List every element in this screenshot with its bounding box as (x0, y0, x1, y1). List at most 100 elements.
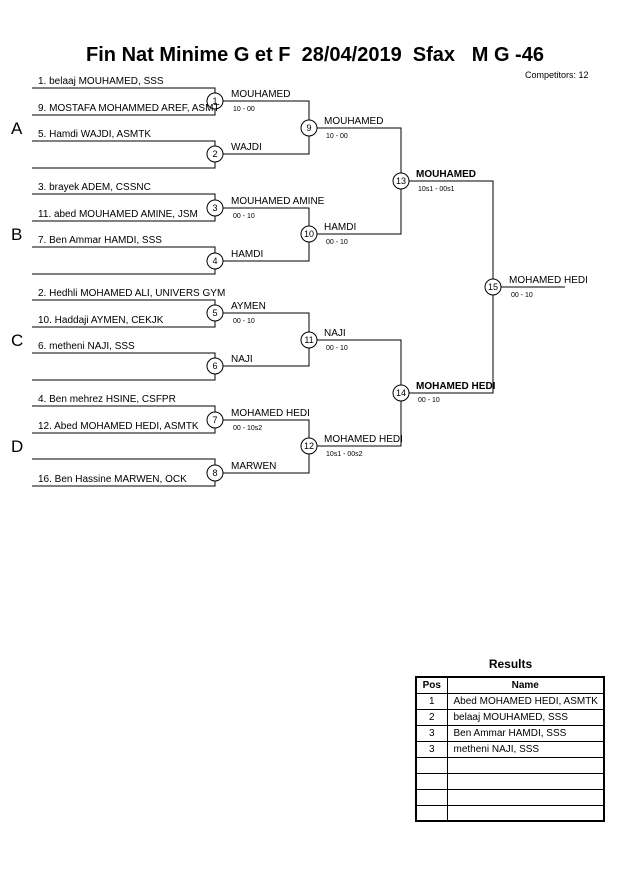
match-winner: NAJI (324, 328, 346, 339)
entrant-name: 4. Ben mehrez HSINE, CSFPR (38, 394, 176, 405)
name-cell: metheni NAJI, SSS (446, 740, 605, 758)
match-winner: NAJI (231, 354, 253, 365)
table-row (415, 756, 605, 774)
name-cell (446, 804, 605, 822)
match-node (206, 145, 224, 163)
results-header-row: Pos Name (415, 676, 605, 694)
table-row (415, 788, 605, 806)
match-number: 4 (212, 256, 217, 266)
match-score: 00 - 10 (233, 318, 255, 325)
match-node (392, 384, 410, 402)
pool-label: C (11, 331, 23, 350)
name-cell: Abed MOHAMED HEDI, ASMTK (446, 692, 605, 710)
position-cell: 3 (415, 724, 448, 742)
match-node (206, 252, 224, 270)
match-score: 10 - 00 (233, 106, 255, 113)
match-number: 11 (304, 335, 313, 345)
position-cell: 2 (415, 708, 448, 726)
match-winner: MARWEN (231, 461, 276, 472)
match-winner: MOUHAMED (231, 89, 290, 100)
tournament-bracket: 1 2 3 4 5 6 7 8 9 10 11 12 13 14 15 A B … (11, 76, 588, 487)
pool-label: D (11, 437, 23, 456)
position-cell: 3 (415, 740, 448, 758)
match-node (300, 225, 318, 243)
position-cell (415, 772, 448, 790)
name-cell (446, 756, 605, 774)
pos-header: Pos (415, 676, 448, 694)
match-node (300, 119, 318, 137)
competitors-count: Competitors: 12 (525, 70, 589, 80)
match-winner: AYMEN (231, 301, 266, 312)
entrant-name: 5. Hamdi WAJDI, ASMTK (38, 129, 151, 140)
name-cell: belaaj MOUHAMED, SSS (446, 708, 605, 726)
match-winner: MOUHAMED AMINE (231, 196, 325, 207)
name-cell (446, 788, 605, 806)
match-score: 00 - 10 (233, 213, 255, 220)
match-score: 10 - 00 (326, 133, 348, 140)
match-node (300, 437, 318, 455)
name-cell (446, 772, 605, 790)
match-number: 14 (396, 388, 406, 398)
match-node (206, 92, 224, 110)
match-number: 3 (212, 203, 217, 213)
match-score: 00 - 10 (326, 345, 348, 352)
event-title: Fin Nat Minime G et F 28/04/2019 Sfax M … (86, 44, 544, 66)
match-number: 2 (212, 149, 217, 159)
match-winner: HAMDI (324, 222, 356, 233)
match-number: 12 (304, 441, 314, 451)
entrant-name: 3. brayek ADEM, CSSNC (38, 182, 151, 193)
match-winner: WAJDI (231, 142, 262, 153)
match-number: 5 (212, 308, 217, 318)
match-winner: MOHAMED HEDI (324, 434, 403, 445)
match-score: 00 - 10 (418, 397, 440, 404)
name-header: Name (446, 676, 605, 694)
match-node (300, 331, 318, 349)
position-cell (415, 756, 448, 774)
pool-label: B (11, 225, 22, 244)
entrant-name: 12. Abed MOHAMED HEDI, ASMTK (38, 421, 199, 432)
match-node (206, 464, 224, 482)
match-score: 10s1 - 00s1 (418, 186, 455, 193)
match-score: 00 - 10 (511, 292, 533, 299)
match-number: 10 (304, 229, 314, 239)
entrant-name: 16. Ben Hassine MARWEN, OCK (38, 474, 187, 485)
match-winner: MOUHAMED (324, 116, 383, 127)
match-node (206, 357, 224, 375)
match-node (206, 411, 224, 429)
match-winner: HAMDI (231, 249, 263, 260)
entrant-name: 9. MOSTAFA MOHAMMED AREF, ASMT (38, 103, 220, 114)
entrant-name: 6. metheni NAJI, SSS (38, 341, 135, 352)
match-number: 15 (488, 282, 498, 292)
match-number: 9 (306, 123, 311, 133)
match-score: 00 - 10 (326, 239, 348, 246)
match-score: 10s1 - 00s2 (326, 451, 363, 458)
table-row (415, 804, 605, 822)
position-cell (415, 788, 448, 806)
match-winner: MOHAMED HEDI (231, 408, 310, 419)
entrant-name: 2. Hedhli MOHAMED ALI, UNIVERS GYM (38, 288, 225, 299)
entrant-name: 10. Haddaji AYMEN, CEKJK (38, 315, 164, 326)
match-number: 13 (396, 176, 406, 186)
match-number: 6 (212, 361, 217, 371)
results-title: Results (488, 657, 533, 671)
match-node (206, 199, 224, 217)
match-winner: MOHAMED HEDI (509, 275, 588, 286)
position-cell (415, 804, 448, 822)
match-number: 7 (212, 415, 217, 425)
pool-label: A (11, 119, 23, 138)
name-cell: Ben Ammar HAMDI, SSS (446, 724, 605, 742)
entrant-name: 7. Ben Ammar HAMDI, SSS (38, 235, 162, 246)
entrant-name: 11. abed MOUHAMED AMINE, JSM (38, 209, 198, 220)
position-cell: 1 (415, 692, 448, 710)
match-winner: MOHAMED HEDI (416, 381, 496, 392)
match-score: 00 - 10s2 (233, 425, 262, 432)
match-node (484, 278, 502, 296)
match-node (392, 172, 410, 190)
match-node (206, 304, 224, 322)
match-winner: MOUHAMED (416, 169, 476, 180)
